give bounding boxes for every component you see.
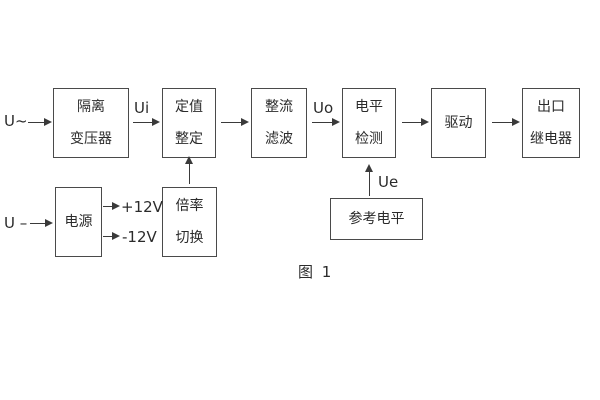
box-setting-adjust-line2: 整定 xyxy=(175,130,203,147)
box-isolation-transformer-line2: 变压器 xyxy=(70,130,112,147)
signal-label-u-ac: U~ xyxy=(4,112,28,130)
box-setting-adjust-line1: 定值 xyxy=(175,98,203,115)
arrow-driver-to-output-relay xyxy=(492,118,520,126)
box-driver: 驱动 xyxy=(431,88,486,158)
signal-label-uo: Uo xyxy=(313,99,334,117)
box-level-detect-line2: 检测 xyxy=(355,130,383,147)
box-ratio-switch: 倍率 切换 xyxy=(162,187,217,257)
signal-label-plus-12v: +12V xyxy=(121,198,163,216)
arrow-level-detect-to-driver xyxy=(402,118,429,126)
box-isolation-transformer: 隔离 变压器 xyxy=(53,88,129,158)
arrow-power-supply-to-minus-12v xyxy=(103,232,120,240)
box-level-detect-line1: 电平 xyxy=(355,98,383,115)
signal-label-u-dc: U – xyxy=(4,214,28,232)
box-rectifier-filter-line1: 整流 xyxy=(265,98,293,115)
box-ratio-switch-line1: 倍率 xyxy=(175,197,204,214)
box-ratio-switch-line2: 切换 xyxy=(175,229,204,246)
arrow-power-supply-to-plus-12v xyxy=(103,202,120,210)
box-reference-level-line1: 参考电平 xyxy=(348,210,405,227)
box-setting-adjust: 定值 整定 xyxy=(162,88,216,158)
box-output-relay-line2: 继电器 xyxy=(530,130,572,147)
signal-label-ue: Ue xyxy=(378,173,399,191)
arrow-ratio-switch-to-setting-adjust xyxy=(185,156,193,184)
arrow-udc-to-power-supply xyxy=(30,219,53,227)
arrow-rectifier-filter-to-level-detect xyxy=(312,118,340,126)
signal-label-minus-12v: -12V xyxy=(122,228,157,246)
box-power-supply: 电源 xyxy=(55,187,102,257)
box-rectifier-filter-line2: 滤波 xyxy=(265,130,293,147)
box-isolation-transformer-line1: 隔离 xyxy=(77,98,105,115)
arrow-reference-level-to-level-detect xyxy=(365,164,373,196)
box-output-relay-line1: 出口 xyxy=(537,98,565,115)
arrow-setting-adjust-to-rectifier-filter xyxy=(221,118,249,126)
box-reference-level: 参考电平 xyxy=(330,198,423,240)
box-power-supply-line1: 电源 xyxy=(64,213,93,230)
arrow-isolation-transformer-to-setting-adjust xyxy=(133,118,160,126)
figure-caption: 图 1 xyxy=(298,263,334,281)
box-rectifier-filter: 整流 滤波 xyxy=(251,88,307,158)
box-level-detect: 电平 检测 xyxy=(342,88,396,158)
box-output-relay: 出口 继电器 xyxy=(522,88,580,158)
box-driver-line1: 驱动 xyxy=(444,114,473,131)
arrow-uac-to-isolation-transformer xyxy=(28,118,52,126)
signal-label-ui: Ui xyxy=(134,99,150,117)
